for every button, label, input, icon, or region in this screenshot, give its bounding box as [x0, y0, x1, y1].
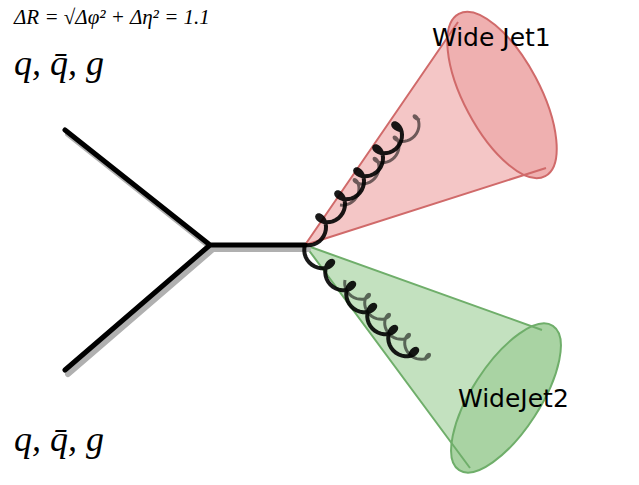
gluon-lines [304, 116, 429, 360]
jet-label: WideJet2 [458, 385, 569, 413]
gluon-curl [305, 123, 402, 245]
parton-label: q, q̄, g [14, 420, 104, 460]
feynman-lines [65, 130, 308, 374]
gluon-curl [345, 280, 430, 360]
parton-label: q, q̄, g [14, 44, 104, 84]
delta-r-formula: ΔR = √Δφ² + Δη² = 1.1 [14, 6, 210, 29]
gluon-curl [340, 116, 420, 205]
wide-jet-cone-green [305, 245, 581, 485]
wide-jet-cone-red [305, 0, 579, 245]
jet-label: Wide Jet1 [432, 24, 551, 52]
